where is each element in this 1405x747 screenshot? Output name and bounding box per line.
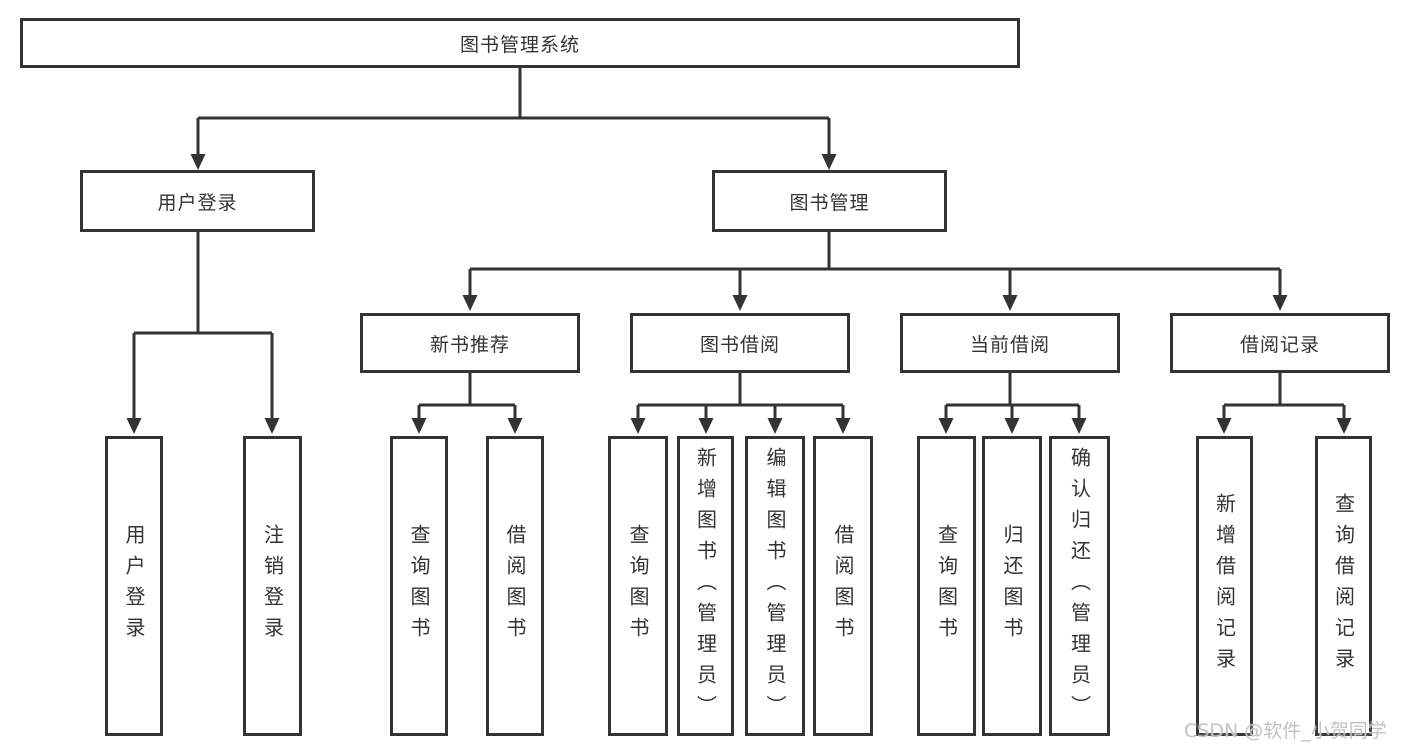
- node-user-login: 用户登录: [80, 170, 315, 232]
- leaf-borrow-edit-admin-label: 编辑图书（管理员）: [763, 446, 787, 726]
- connector-bookmgmt-to-level3: [468, 232, 1282, 298]
- leaf-borrow-search-label: 查询图书: [626, 524, 650, 648]
- arrowheads-root-to-level2: [190, 154, 837, 170]
- leaf-current-return: 归还图书: [982, 436, 1042, 736]
- leaf-records-search: 查询借阅记录: [1315, 436, 1372, 736]
- connector-currentborrow-to-leaves: [944, 373, 1081, 420]
- leaf-newbooks-search: 查询图书: [390, 436, 448, 736]
- leaf-user-login-label: 用户登录: [122, 524, 146, 648]
- leaf-newbooks-borrow: 借阅图书: [486, 436, 544, 736]
- leaf-records-search-label: 查询借阅记录: [1331, 493, 1356, 679]
- leaf-newbooks-search-label: 查询图书: [407, 524, 431, 648]
- leaf-borrow-search: 查询图书: [608, 436, 668, 736]
- leaf-user-login: 用户登录: [105, 436, 163, 736]
- arrowheads-bookmgmt-to-level3: [462, 295, 1288, 311]
- leaf-logout-label: 注销登录: [260, 524, 285, 648]
- leaf-records-add-label: 新增借阅记录: [1212, 493, 1237, 679]
- node-book-management-label: 图书管理: [789, 191, 870, 214]
- leaf-borrow-edit-admin: 编辑图书（管理员）: [745, 436, 805, 736]
- leaf-borrow-borrow: 借阅图书: [813, 436, 873, 736]
- node-book-management: 图书管理: [712, 170, 947, 232]
- leaf-records-add: 新增借阅记录: [1196, 436, 1253, 736]
- leaf-borrow-add-admin: 新增图书（管理员）: [677, 436, 734, 736]
- node-root-label: 图书管理系统: [459, 33, 580, 56]
- leaf-borrow-add-admin-label: 新增图书（管理员）: [693, 446, 718, 726]
- arrowheads-newbooks-to-leaves: [411, 418, 523, 434]
- arrowheads-userlogin-to-leaves: [126, 418, 280, 434]
- leaf-current-return-label: 归还图书: [1000, 524, 1024, 648]
- leaf-current-confirm-admin: 确认归还（管理员）: [1049, 436, 1110, 736]
- node-root: 图书管理系统: [20, 18, 1020, 68]
- node-new-book-recommend: 新书推荐: [360, 313, 580, 373]
- node-new-book-recommend-label: 新书推荐: [429, 333, 510, 356]
- node-book-borrowing: 图书借阅: [630, 313, 850, 373]
- connector-newbooks-to-leaves: [417, 373, 517, 420]
- connector-userlogin-to-leaves: [132, 232, 274, 420]
- connector-root-to-level2: [196, 68, 831, 158]
- node-book-borrowing-label: 图书借阅: [699, 333, 780, 356]
- connector-records-to-leaves: [1222, 373, 1346, 420]
- leaf-current-search: 查询图书: [917, 436, 976, 736]
- arrowheads-bookborrow-to-leaves: [630, 418, 851, 434]
- node-current-borrowing: 当前借阅: [900, 313, 1120, 373]
- leaf-current-confirm-admin-label: 确认归还（管理员）: [1067, 446, 1092, 726]
- leaf-borrow-borrow-label: 借阅图书: [831, 524, 855, 648]
- csdn-watermark: CSDN @软件_小贺同学: [1184, 720, 1387, 742]
- node-borrow-records-label: 借阅记录: [1239, 333, 1320, 356]
- arrowheads-currentborrow-to-leaves: [938, 418, 1087, 434]
- node-current-borrowing-label: 当前借阅: [969, 333, 1050, 356]
- node-borrow-records: 借阅记录: [1170, 313, 1390, 373]
- leaf-logout: 注销登录: [243, 436, 302, 736]
- connector-bookborrow-to-leaves: [636, 373, 845, 420]
- node-user-login-label: 用户登录: [157, 191, 238, 214]
- leaf-newbooks-borrow-label: 借阅图书: [503, 524, 527, 648]
- leaf-current-search-label: 查询图书: [934, 524, 959, 648]
- arrowheads-records-to-leaves: [1216, 418, 1352, 434]
